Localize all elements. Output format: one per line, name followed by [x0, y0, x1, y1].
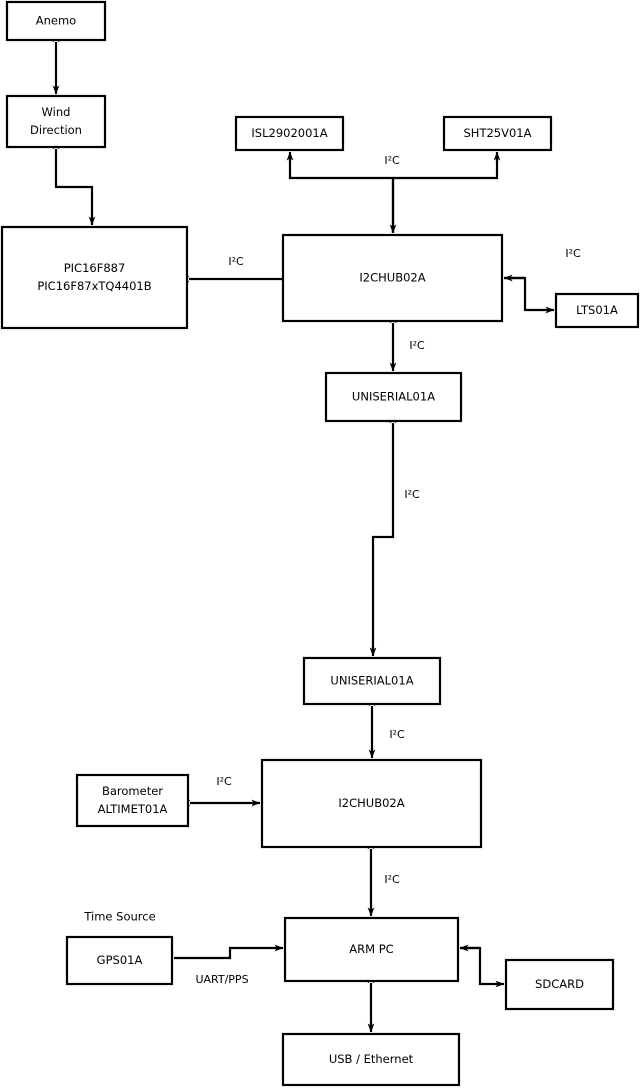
node-label-secondary: PIC16F87xTQ4401B [37, 279, 151, 293]
node-box[interactable] [283, 916, 460, 983]
free-label-time-source: Time Source [83, 910, 155, 924]
edge-label: I²C [384, 873, 400, 886]
node-label: Anemo [36, 14, 76, 28]
node-box[interactable] [504, 958, 615, 1011]
node-box[interactable] [234, 115, 345, 152]
edge-path [393, 151, 501, 180]
node-label: UNISERIAL01A [352, 390, 435, 404]
node-box[interactable] [75, 773, 190, 828]
node-hub_top[interactable]: I2CHUB02A [281, 233, 504, 323]
node-label-secondary: Direction [30, 123, 82, 137]
edge-uniserbot-hubbot: I²C [368, 697, 405, 759]
node-box[interactable] [302, 656, 442, 706]
edge-hubbot-armpc: I²C [367, 840, 400, 917]
node-box[interactable] [5, 94, 107, 149]
node-label: SDCARD [535, 977, 584, 991]
edge-uniser-uniser: I²C [369, 414, 420, 657]
node-sdcard[interactable]: SDCARD [504, 958, 615, 1011]
edge-label: I²C [228, 255, 244, 268]
node-label: ARM PC [349, 942, 393, 956]
node-box[interactable] [0, 225, 189, 330]
node-isl[interactable]: ISL2902001A [234, 115, 345, 152]
node-armpc[interactable]: ARM PC [283, 916, 460, 983]
edge-hub-lts: I²C [503, 247, 581, 314]
node-label: ISL2902001A [251, 126, 327, 140]
edge-baro-hubbot: I²C [181, 775, 261, 807]
edge-hub-uniser: I²C [389, 314, 425, 372]
edge-label: I²C [409, 339, 425, 352]
edges-layer: I²C I²C I²C I²C I²C I²C I²C I²C UART/PPS [52, 33, 581, 1033]
node-label: LTS01A [576, 303, 618, 317]
edge-label: I²C [404, 488, 420, 501]
node-anemo[interactable]: Anemo [5, 0, 107, 42]
node-gps[interactable]: GPS01A [65, 935, 174, 986]
edge-label: UART/PPS [195, 973, 248, 986]
edge-label: I²C [389, 728, 405, 741]
edge-path [174, 944, 284, 960]
free-labels-layer: Time Source [83, 910, 155, 924]
node-label: Wind [42, 105, 71, 119]
node-label: SHT25V01A [464, 126, 532, 140]
node-box[interactable] [324, 371, 463, 423]
node-label: PIC16F887 [64, 261, 126, 275]
edge-label: I²C [216, 775, 232, 788]
edge-wind-pic [52, 140, 96, 226]
node-sht[interactable]: SHT25V01A [442, 115, 553, 152]
node-label-secondary: ALTIMET01A [98, 802, 168, 816]
node-uniser_bot[interactable]: UNISERIAL01A [302, 656, 442, 706]
node-label: I2CHUB02A [338, 796, 404, 810]
node-uniser_top[interactable]: UNISERIAL01A [324, 371, 463, 423]
node-label: UNISERIAL01A [330, 674, 413, 688]
node-box[interactable] [281, 233, 504, 323]
edge-path [286, 151, 395, 233]
edge-path [369, 414, 397, 657]
edge-path [504, 276, 555, 314]
node-label: GPS01A [97, 953, 143, 967]
edge-armpc-sdcard [459, 944, 505, 988]
node-usb_eth[interactable]: USB / Ethernet [281, 1032, 461, 1087]
edge-hub-sht [393, 151, 501, 180]
node-label: USB / Ethernet [329, 1052, 414, 1066]
edge-path [52, 140, 96, 226]
edge-label: I²C [565, 247, 581, 260]
edge-hub-sensors: I²C [286, 151, 400, 234]
node-box[interactable] [554, 292, 640, 329]
edge-path [460, 946, 505, 988]
node-lts[interactable]: LTS01A [554, 292, 640, 329]
node-label: I2CHUB02A [359, 271, 425, 285]
node-box[interactable] [442, 115, 553, 152]
node-box[interactable] [65, 935, 174, 986]
edge-label: I²C [384, 154, 400, 167]
node-hub_bot[interactable]: I2CHUB02A [260, 758, 483, 849]
node-box[interactable] [260, 758, 483, 849]
node-box[interactable] [281, 1032, 461, 1087]
node-box[interactable] [5, 0, 107, 42]
node-label: Barometer [102, 784, 163, 798]
edge-gps-armpc: UART/PPS [174, 944, 284, 986]
